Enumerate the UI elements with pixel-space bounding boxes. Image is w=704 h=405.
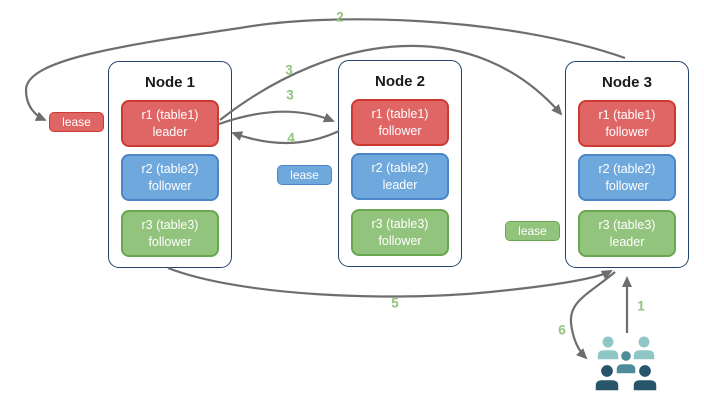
replica-role: follower	[605, 178, 649, 193]
replica-role: follower	[378, 233, 422, 248]
users-middle-person	[615, 349, 637, 375]
node2-r2-leader: r2 (table2) leader	[351, 153, 449, 200]
replica-role: leader	[152, 124, 188, 139]
node-3-box: Node 3 r1 (table1) follower r2 (table2) …	[565, 61, 689, 268]
users-front-row	[594, 363, 658, 392]
node-1-title: Node 1	[144, 74, 195, 91]
replica-role: follower	[605, 124, 649, 139]
replica-name: r2 (table2)	[141, 162, 199, 177]
step-label-3b: 3	[286, 87, 294, 103]
replica-name: r3 (table3)	[141, 218, 199, 233]
node-2-title: Node 2	[374, 73, 425, 90]
node1-r1-leader: r1 (table1) leader	[121, 100, 219, 147]
node1-r2-follower: r2 (table2) follower	[121, 154, 219, 201]
node-1-box: Node 1 r1 (table1) leader r2 (table2) fo…	[108, 61, 232, 268]
node1-r3-follower: r3 (table3) follower	[121, 210, 219, 257]
step-label-2: 2	[336, 9, 344, 25]
step-label-5: 5	[391, 295, 399, 311]
users-group-icon	[594, 335, 658, 392]
replica-role: leader	[609, 234, 645, 249]
lease-badge-blue: lease	[277, 165, 332, 185]
node-3-title: Node 3	[601, 74, 652, 91]
node3-r2-follower: r2 (table2) follower	[578, 154, 676, 201]
replica-name: r2 (table2)	[371, 161, 429, 176]
replica-name: r3 (table3)	[598, 218, 656, 233]
users-back-row	[596, 335, 656, 361]
step-label-1: 1	[637, 298, 645, 314]
lease-badge-green: lease	[505, 221, 560, 241]
replica-name: r2 (table2)	[598, 162, 656, 177]
replica-name: r1 (table1)	[141, 108, 199, 123]
step-label-3a: 3	[285, 62, 293, 78]
replica-name: r1 (table1)	[598, 108, 656, 123]
node2-r3-follower: r3 (table3) follower	[351, 209, 449, 256]
replica-role: follower	[148, 234, 192, 249]
replica-name: r3 (table3)	[371, 217, 429, 232]
replica-role: leader	[382, 177, 418, 192]
node3-r1-follower: r1 (table1) follower	[578, 100, 676, 147]
replica-name: r1 (table1)	[371, 107, 429, 122]
arrow-step3-node1-to-node2	[218, 110, 335, 126]
lease-badge-red: lease	[49, 112, 104, 132]
node-2-box: Node 2 r1 (table1) follower r2 (table2) …	[338, 60, 462, 267]
step-label-4: 4	[287, 130, 295, 146]
node3-r3-leader: r3 (table3) leader	[578, 210, 676, 257]
arrow-step5-node1-to-node3	[167, 266, 613, 298]
node2-r1-follower: r1 (table1) follower	[351, 99, 449, 146]
arrow-step4-node2-to-node1	[231, 130, 340, 145]
arrow-step6-node3-to-users	[569, 271, 616, 360]
replica-role: follower	[378, 123, 422, 138]
replica-role: follower	[148, 178, 192, 193]
step-label-6: 6	[558, 322, 566, 338]
